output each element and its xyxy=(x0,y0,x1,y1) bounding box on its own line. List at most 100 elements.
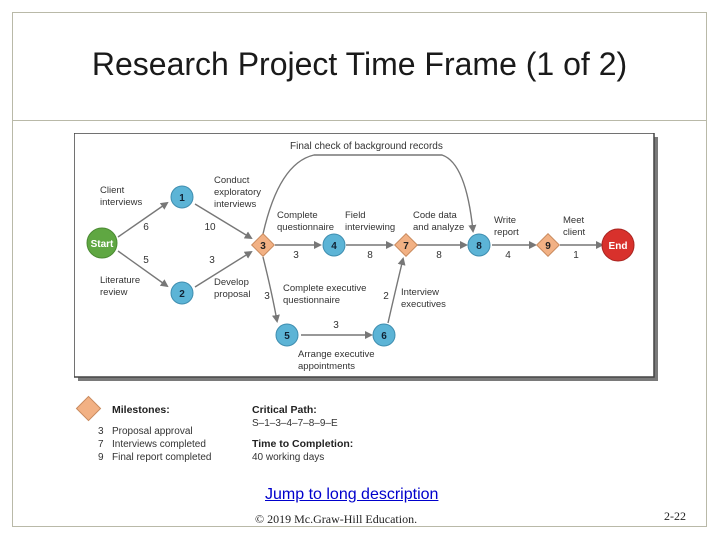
activity-label-meet-client: Meet client xyxy=(563,215,587,238)
event-node-4-shape xyxy=(322,233,346,257)
activity-label-interview-executives: Interview executives xyxy=(401,287,446,310)
arrow-6-7 xyxy=(387,257,406,324)
duration-2-3: 3 xyxy=(209,255,215,266)
event-node-5-shape xyxy=(275,323,299,347)
duration-7-8: 8 xyxy=(436,250,442,261)
start-node: Start xyxy=(86,227,118,259)
event-node-6-shape xyxy=(372,323,396,347)
activity-label-complete-questionnaire: Complete questionnaire xyxy=(277,210,334,233)
activity-label-line: Meet xyxy=(563,215,584,226)
arrow-3-5 xyxy=(262,256,280,323)
duration-1-3: 10 xyxy=(204,222,216,233)
activity-label-line: questionnaire xyxy=(283,295,340,306)
activity-label-line: proposal xyxy=(214,289,250,300)
activity-label-line: appointments xyxy=(298,361,355,372)
event-node-5-label: 5 xyxy=(284,331,290,342)
copyright-text: © 2019 Mc.Graw-Hill Education. xyxy=(255,512,418,526)
milestone-node-7-label: 7 xyxy=(403,241,409,252)
event-node-6: 6 xyxy=(372,323,396,347)
activity-arrows xyxy=(117,154,604,339)
activity-label-line: Complete executive xyxy=(283,283,366,294)
activity-label-line: Conduct xyxy=(214,175,250,186)
milestone-node-7: 7 xyxy=(393,232,419,258)
slide-frame xyxy=(12,12,707,527)
activity-label-client-interviews: Client interviews xyxy=(100,185,142,208)
milestone-node-3-shape xyxy=(250,232,276,258)
slide-number: 2-22 xyxy=(664,509,686,523)
duration-3-4: 3 xyxy=(293,250,299,261)
arrow-final-check xyxy=(262,154,477,235)
legend-milestone-text: Interviews completed xyxy=(112,439,206,450)
activity-label-line: interviews xyxy=(214,199,256,210)
event-node-8-shape xyxy=(467,233,491,257)
title-band: Research Project Time Frame (1 of 2) xyxy=(12,12,707,121)
arrow-1-3 xyxy=(194,203,253,240)
event-node-2-label: 2 xyxy=(179,289,185,300)
activity-label-line: Interview xyxy=(401,287,439,298)
activity-label-line: Arrange executive xyxy=(298,349,375,360)
arrow-2-3 xyxy=(194,250,253,288)
event-node-1-label: 1 xyxy=(179,193,185,204)
slide-title: Research Project Time Frame (1 of 2) xyxy=(91,45,628,82)
activity-label-line: Field xyxy=(345,210,366,221)
activity-label-line: interviewing xyxy=(345,222,395,233)
activity-label-line: exploratory xyxy=(214,187,261,198)
activity-label-line: Literature xyxy=(100,275,140,286)
pert-diagram: Start 1 2 3 4 5 6 7 8 9 End Final check … xyxy=(74,133,658,381)
milestone-node-9: 9 xyxy=(535,232,561,258)
duration-start-2: 5 xyxy=(143,255,149,266)
duration-5-6: 3 xyxy=(333,320,339,331)
activity-label-arrange-appointments: Arrange executive appointments xyxy=(298,349,377,372)
start-node-shape xyxy=(86,227,118,259)
event-node-6-label: 6 xyxy=(381,331,387,342)
milestone-node-3: 3 xyxy=(250,232,276,258)
milestone-node-9-shape xyxy=(535,232,561,258)
event-node-5: 5 xyxy=(275,323,299,347)
duration-9-end: 1 xyxy=(573,250,579,261)
activity-label-line: review xyxy=(100,287,128,298)
event-node-8-label: 8 xyxy=(476,241,482,252)
end-node-label: End xyxy=(609,241,628,252)
legend-critical-path-title: Critical Path: xyxy=(252,404,317,416)
activity-label-line: Develop xyxy=(214,277,249,288)
legend-critical-path-value: S–1–3–4–7–8–9–E xyxy=(252,418,338,429)
long-description-link[interactable]: Jump to long description xyxy=(265,486,439,503)
end-node-shape xyxy=(601,228,635,262)
activity-label-line: interviews xyxy=(100,197,142,208)
legend-milestone-icon xyxy=(75,395,102,422)
legend-time-value: 40 working days xyxy=(252,452,324,463)
activity-label-line: and analyze xyxy=(413,222,464,233)
end-node: End xyxy=(601,228,635,262)
duration-start-1: 6 xyxy=(143,222,149,233)
activity-label-develop-proposal: Develop proposal xyxy=(214,277,252,300)
legend-time-title: Time to Completion: xyxy=(252,438,353,450)
activity-label-line: Code data xyxy=(413,210,458,221)
activity-label-line: executives xyxy=(401,299,446,310)
event-node-8: 8 xyxy=(467,233,491,257)
activity-label-line: questionnaire xyxy=(277,222,334,233)
milestone-node-9-label: 9 xyxy=(545,241,551,252)
activity-label-line: Complete xyxy=(277,210,318,221)
activity-label-line: client xyxy=(563,227,586,238)
diagram-panel xyxy=(74,133,655,378)
activity-label-line: Write xyxy=(494,215,516,226)
legend-milestones-title: Milestones: xyxy=(112,404,170,416)
activity-label-complete-exec-questionnaire: Complete executive questionnaire xyxy=(283,283,369,306)
event-node-2: 2 xyxy=(170,281,194,305)
activity-label-write-report: Write report xyxy=(494,215,519,238)
activity-label-line: Client xyxy=(100,185,125,196)
diagram-legend: Milestones: 3 Proposal approval 7 Interv… xyxy=(75,395,353,463)
milestone-node-3-label: 3 xyxy=(260,241,266,252)
event-node-4: 4 xyxy=(322,233,346,257)
legend-milestone-num: 9 xyxy=(98,452,104,463)
milestone-node-7-shape xyxy=(393,232,419,258)
event-node-1-shape xyxy=(170,185,194,209)
legend-milestone-text: Proposal approval xyxy=(112,426,193,437)
arrow-start-1 xyxy=(117,201,169,238)
event-node-2-shape xyxy=(170,281,194,305)
start-node-label: Start xyxy=(91,239,114,250)
legend-milestone-num: 3 xyxy=(98,426,104,437)
final-check-label: Final check of background records xyxy=(290,141,443,152)
event-node-1: 1 xyxy=(170,185,194,209)
legend-milestone-num: 7 xyxy=(98,439,104,450)
